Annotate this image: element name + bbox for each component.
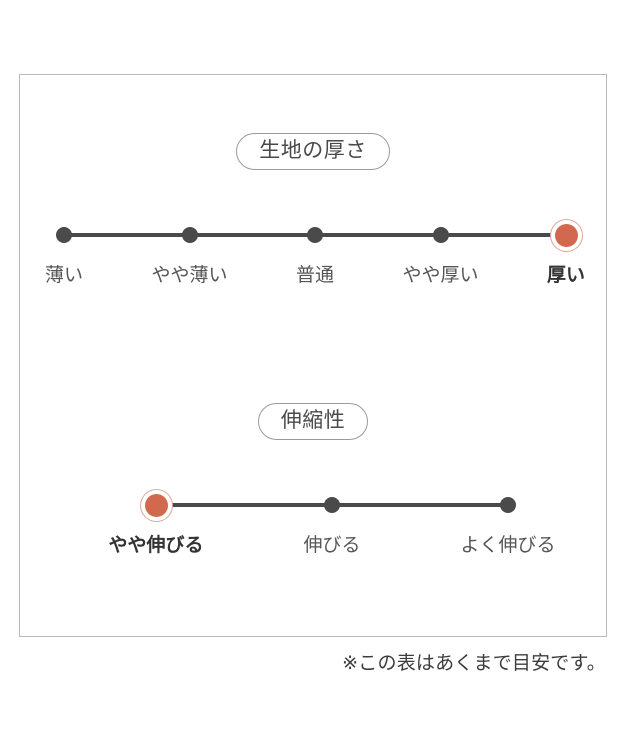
scale-thickness-point-1[interactable]: [181, 227, 198, 243]
section-heading-stretch-label: 伸縮性: [257, 403, 369, 440]
scale-thickness-point-3[interactable]: [432, 227, 449, 243]
scale-thickness-labels: 薄い やや薄い 普通 やや厚い 厚い: [45, 265, 585, 295]
scale-thickness-point-0[interactable]: [56, 227, 72, 243]
section-heading-thickness-label: 生地の厚さ: [236, 133, 390, 170]
scale-stretch: [144, 485, 516, 525]
spec-chart-frame: 生地の厚さ 薄い やや薄い 普通 やや厚い 厚い 伸縮性 やや伸びる 伸びる よ…: [19, 74, 607, 637]
scale-thickness-point-4-selected[interactable]: [554, 223, 578, 247]
footnote-text: ※この表はあくまで目安です。: [342, 653, 606, 674]
scale-thickness-label-0: 薄い: [44, 265, 84, 286]
scale-stretch-point-0-selected[interactable]: [144, 493, 168, 517]
scale-thickness-label-1: やや薄い: [151, 265, 228, 286]
scale-stretch-point-2[interactable]: [500, 497, 516, 513]
scale-stretch-label-0-selected: やや伸びる: [108, 535, 204, 556]
scale-thickness-point-2[interactable]: [307, 227, 323, 243]
section-heading-stretch: 伸縮性: [20, 403, 606, 440]
scale-thickness-label-3: やや厚い: [402, 265, 479, 286]
scale-stretch-labels: やや伸びる 伸びる よく伸びる: [108, 535, 555, 565]
scale-stretch-point-1[interactable]: [324, 497, 340, 513]
section-heading-thickness: 生地の厚さ: [20, 133, 606, 170]
scale-thickness: [56, 215, 578, 255]
scale-thickness-label-4-selected: 厚い: [546, 265, 586, 286]
scale-stretch-label-1: 伸びる: [303, 535, 361, 556]
scale-stretch-label-2: よく伸びる: [460, 535, 556, 556]
scale-thickness-label-2: 普通: [295, 265, 335, 286]
